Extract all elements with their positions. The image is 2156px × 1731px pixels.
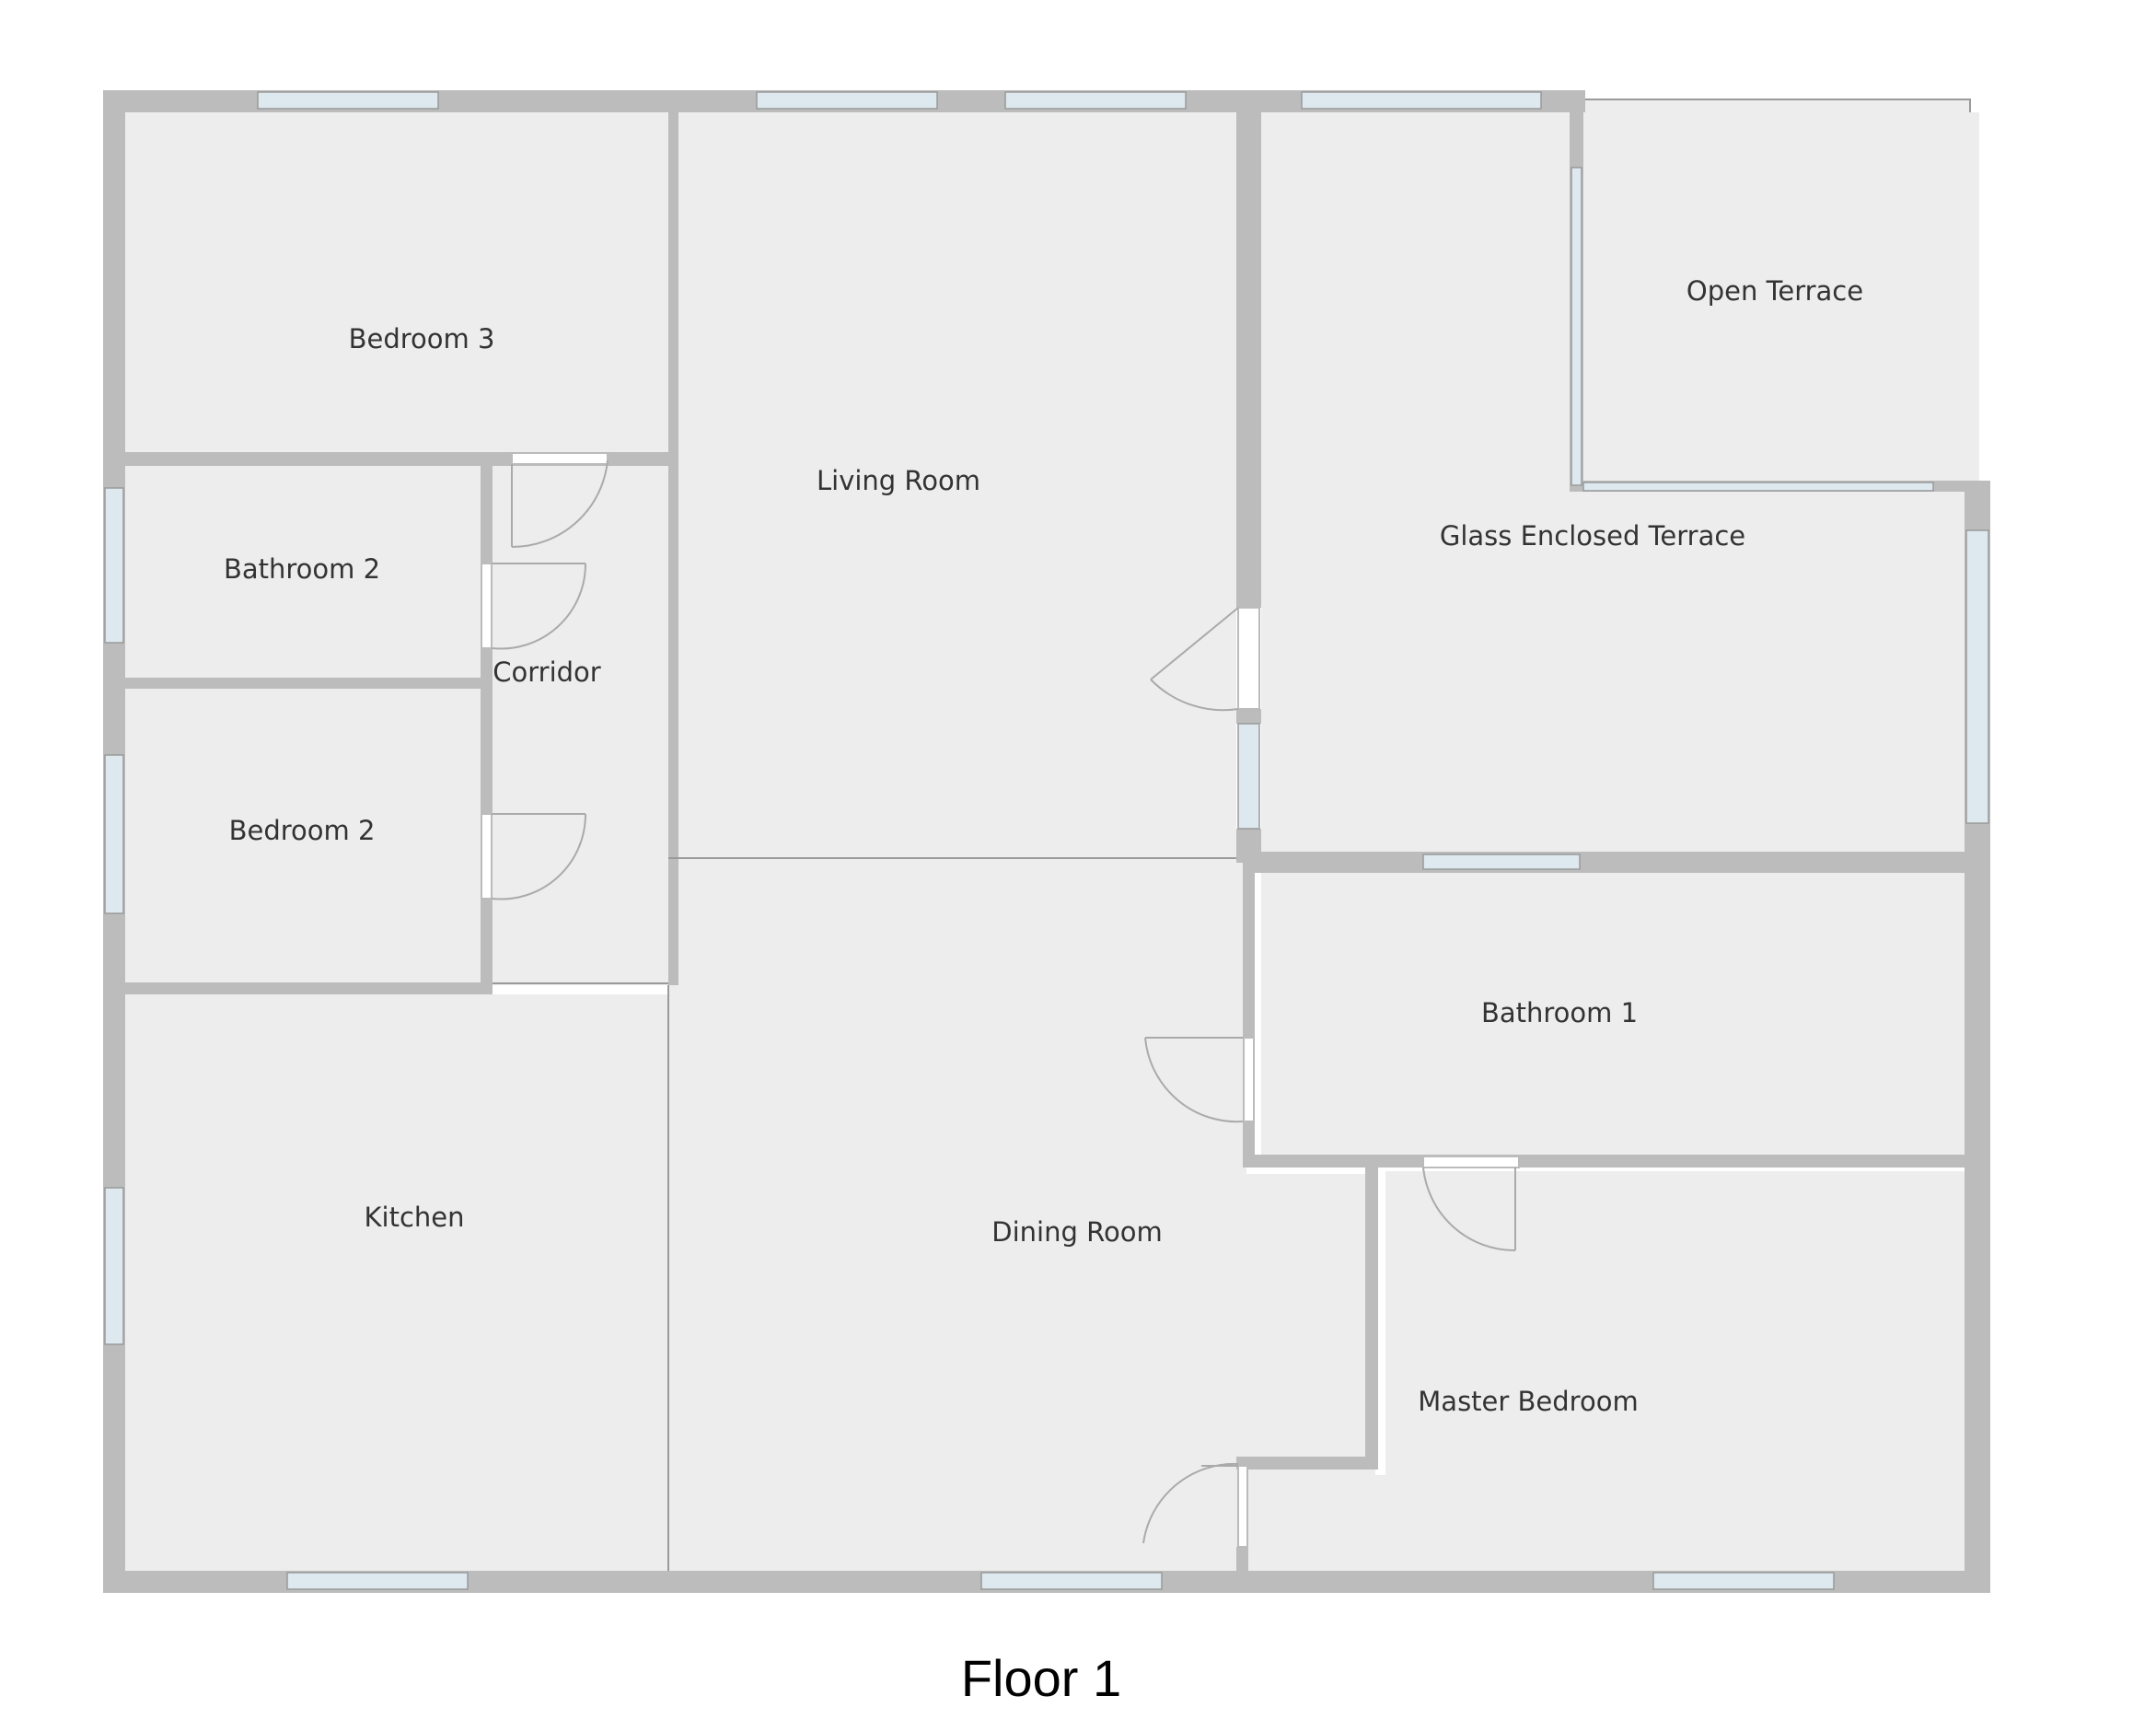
door-arc-bathroom2 bbox=[491, 563, 587, 650]
window-bath1-top bbox=[1422, 854, 1581, 870]
floor-bathroom1 bbox=[1261, 873, 1965, 1158]
wall-living-right-upper bbox=[1236, 106, 1261, 608]
window-dining-bottom bbox=[980, 1572, 1163, 1590]
wall-bath1-bottom bbox=[1243, 1155, 1990, 1168]
window-terrace-inner-h bbox=[1582, 482, 1934, 492]
label-bathroom1: Bathroom 1 bbox=[1481, 997, 1638, 1028]
wall-master-left-low bbox=[1236, 1457, 1248, 1466]
window-bed2-left bbox=[104, 754, 124, 914]
window-living-top-2 bbox=[1004, 91, 1187, 110]
door-opening-bathroom2 bbox=[481, 563, 493, 649]
door-arc-master-low bbox=[1142, 1462, 1239, 1544]
wall-corridor-right bbox=[668, 106, 678, 985]
window-living-right bbox=[1237, 723, 1260, 830]
label-corridor: Corridor bbox=[493, 656, 601, 688]
door-opening-master-top bbox=[1422, 1156, 1520, 1168]
window-glass-top bbox=[1301, 91, 1542, 110]
label-bathroom2: Bathroom 2 bbox=[224, 553, 380, 585]
door-opening-bathroom1 bbox=[1243, 1037, 1255, 1122]
wall-master-left-stub bbox=[1236, 1547, 1248, 1571]
wall-bath2-bed2-right bbox=[481, 456, 493, 994]
label-bedroom2: Bedroom 2 bbox=[229, 815, 376, 846]
floor-master-bedroom bbox=[1385, 1171, 1965, 1571]
window-master-bottom bbox=[1652, 1572, 1835, 1590]
door-leaf-living-terrace bbox=[1150, 607, 1239, 680]
room-labels: Bedroom 3 Living Room Open Terrace Glass… bbox=[224, 275, 1863, 1417]
window-terrace-inner-v bbox=[1571, 167, 1582, 486]
wall-bath1-left bbox=[1243, 863, 1255, 1038]
window-glass-right bbox=[1965, 529, 1989, 824]
floor-bedroom3 bbox=[125, 112, 668, 456]
label-master-bedroom: Master Bedroom bbox=[1418, 1386, 1638, 1417]
door-arc-bathroom1 bbox=[1144, 1037, 1244, 1123]
wall-master-left bbox=[1365, 1160, 1378, 1470]
wall-living-right-mid bbox=[1236, 709, 1261, 724]
label-living-room: Living Room bbox=[817, 465, 980, 496]
floor-kitchen bbox=[125, 994, 668, 1571]
floor-bathroom2 bbox=[125, 466, 481, 678]
label-kitchen: Kitchen bbox=[365, 1202, 465, 1233]
door-arc-corridor-top bbox=[511, 459, 609, 549]
label-glass-terrace: Glass Enclosed Terrace bbox=[1440, 520, 1745, 552]
door-opening-bedroom2 bbox=[481, 813, 493, 900]
window-kitchen-bottom bbox=[286, 1572, 469, 1590]
label-open-terrace: Open Terrace bbox=[1687, 275, 1863, 307]
partition-lines bbox=[493, 857, 1236, 1571]
floor-corridor bbox=[493, 466, 668, 985]
window-kitchen-left bbox=[104, 1187, 124, 1345]
door-arc-bedroom2 bbox=[491, 813, 587, 900]
window-bedroom3-top bbox=[257, 91, 439, 110]
wall-master-step bbox=[1236, 1457, 1378, 1470]
room-floors bbox=[125, 99, 1979, 1571]
door-opening-master-low bbox=[1237, 1465, 1248, 1548]
window-bath2-left bbox=[104, 487, 124, 644]
floor-master-lower bbox=[1254, 1475, 1392, 1571]
wall-bed2-bottom bbox=[125, 982, 493, 994]
floor-bedroom2 bbox=[125, 689, 481, 983]
wall-glass-bottom bbox=[1243, 852, 1990, 873]
door-opening-living-terrace bbox=[1237, 607, 1260, 710]
wall-bath1-left-low bbox=[1243, 1121, 1255, 1160]
floor-living-room bbox=[678, 112, 1236, 863]
wall-bath2-bottom bbox=[125, 678, 489, 689]
door-arc-master-top bbox=[1422, 1167, 1516, 1252]
window-living-top-1 bbox=[756, 91, 938, 110]
windows bbox=[104, 91, 1989, 1590]
label-bedroom3: Bedroom 3 bbox=[349, 323, 495, 354]
doors bbox=[481, 452, 1520, 1548]
floor-caption: Floor 1 bbox=[960, 1649, 1122, 1707]
door-opening-corridor-top bbox=[511, 452, 609, 465]
label-dining-room: Dining Room bbox=[991, 1216, 1162, 1248]
floor-dining-room bbox=[668, 863, 1246, 1571]
door-arc-living-terrace bbox=[1150, 679, 1239, 712]
